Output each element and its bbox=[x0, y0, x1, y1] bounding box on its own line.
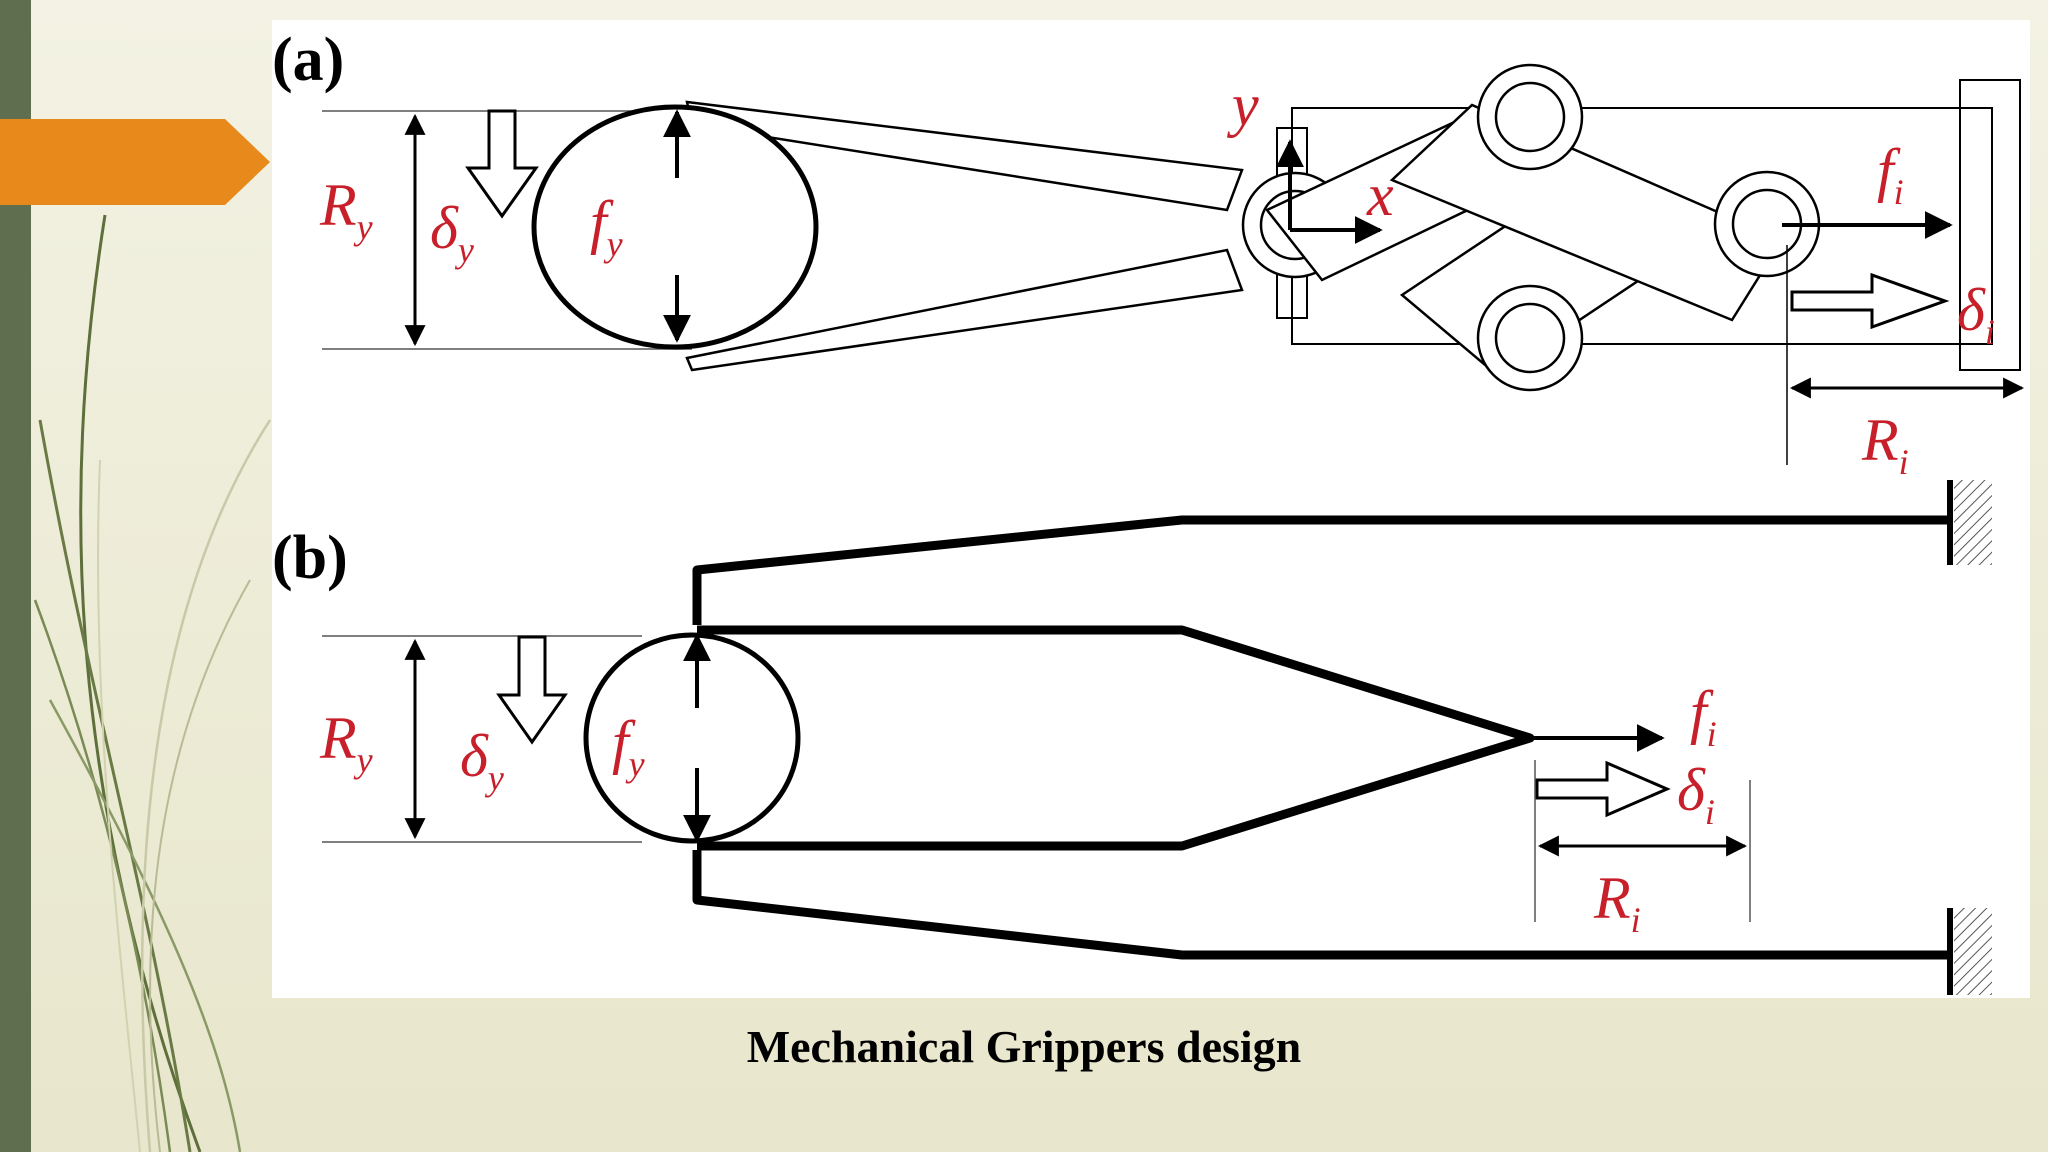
decorative-grass-lines bbox=[33, 214, 272, 1152]
panel-a-x-axis-label: x bbox=[1366, 162, 1394, 228]
panel-b-lower-outer-bar bbox=[692, 850, 1949, 960]
panel-a-fi-label: fi bbox=[1877, 137, 1904, 212]
gripper-diagram-panel: (a) Ry δy fy bbox=[272, 20, 2030, 998]
panel-a-delta-i-label: δi bbox=[1957, 277, 1995, 352]
panel-a-delta-arrow bbox=[465, 109, 539, 219]
panel-b-tag: (b) bbox=[272, 524, 348, 592]
panel-b-delta-i-label: δi bbox=[1677, 757, 1715, 832]
panel-a-delta-i-arrow bbox=[1790, 272, 1950, 330]
panel-b-ry-label: Ry bbox=[319, 705, 373, 780]
panel-b-delta-label: δy bbox=[460, 723, 504, 798]
panel-a: (a) Ry δy fy bbox=[272, 26, 2025, 482]
panel-a-delta-label: δy bbox=[430, 195, 474, 270]
panel-b-inner-bars bbox=[697, 625, 1535, 851]
panel-b-lower-wall bbox=[1954, 908, 1992, 995]
panel-b-upper-outer-bar bbox=[692, 515, 1949, 625]
panel-a-y-axis-label: y bbox=[1226, 72, 1259, 138]
panel-b-fi-label: fi bbox=[1690, 679, 1717, 754]
panel-a-ry-label: Ry bbox=[319, 172, 373, 247]
panel-b-upper-wall bbox=[1954, 480, 1992, 565]
panel-a-tag: (a) bbox=[272, 26, 344, 94]
orange-arrow-tab bbox=[0, 119, 270, 205]
panel-b-delta-i-arrow bbox=[1535, 760, 1671, 818]
slide-caption: Mechanical Grippers design bbox=[746, 1021, 1302, 1072]
panel-b-ri-label: Ri bbox=[1593, 865, 1641, 940]
gripper-diagram: (a) Ry δy fy bbox=[272, 26, 2025, 995]
panel-a-grasped-object bbox=[531, 104, 819, 350]
panel-b-delta-arrow bbox=[496, 635, 568, 745]
panel-b: (b) fy Ry δy fi δi Ri bbox=[272, 480, 1992, 995]
panel-a-ri-label: Ri bbox=[1861, 407, 1909, 482]
